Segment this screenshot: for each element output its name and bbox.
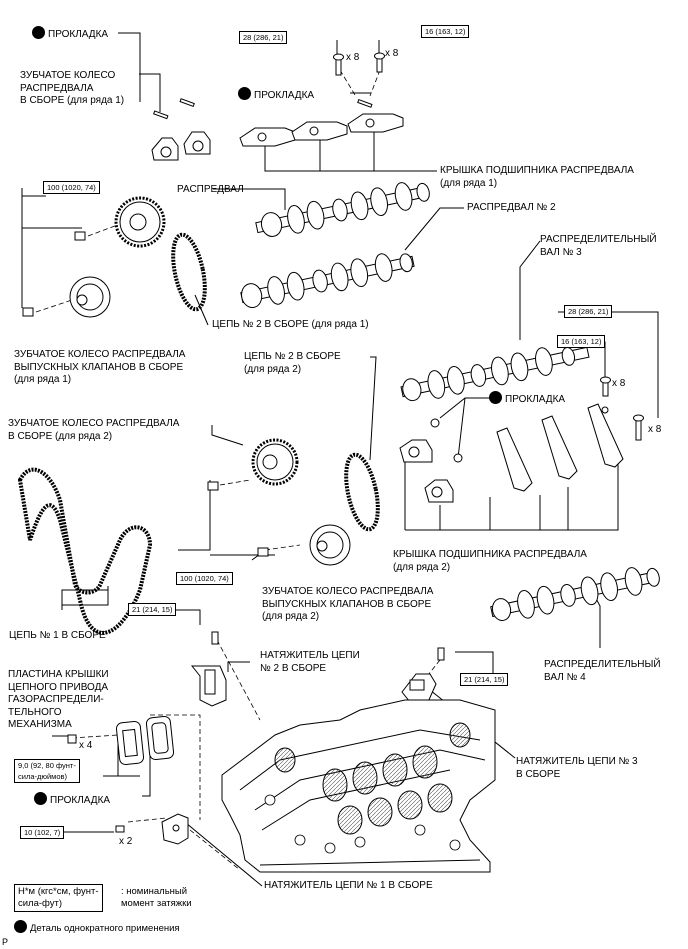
torque-box: 16 (163, 12)	[421, 25, 470, 38]
single-use-icon	[14, 920, 27, 933]
bearing-cap-bank1-label: КРЫШКА ПОДШИПНИКА РАСПРЕДВАЛА (для ряда …	[440, 165, 634, 189]
quantity-label: x 8	[648, 424, 662, 435]
legend-single-use: Деталь однократного применения	[14, 920, 180, 936]
single-use-icon	[489, 391, 502, 404]
camshaft-3-label: РАСПРЕДЕЛИТЕЛЬНЫЙ ВАЛ № 3	[540, 234, 657, 258]
tensioner-3-label: НАТЯЖИТЕЛЬ ЦЕПИ № 3 В СБОРЕ	[516, 756, 638, 780]
legend-unit-description: : номинальный момент затяжки	[121, 886, 192, 909]
single-use-icon	[238, 87, 251, 100]
torque-box: 100 (1020, 74)	[176, 572, 233, 585]
torque-box: 10 (102, 7)	[20, 826, 65, 839]
tensioner-1-label: НАТЯЖИТЕЛЬ ЦЕПИ № 1 В СБОРЕ	[264, 880, 433, 891]
torque-box: 16 (163, 12)	[557, 335, 606, 348]
exhaust-sprocket-bank1-label: ЗУБЧАТОЕ КОЛЕСО РАСПРЕДВАЛА ВЫПУСКНЫХ КЛ…	[14, 349, 186, 385]
gasket-label-top: ПРОКЛАДКА	[32, 26, 108, 42]
quantity-label: x 8	[346, 52, 360, 63]
quantity-label: x 8	[385, 48, 399, 59]
torque-box: 9,0 (92, 80 фунт- сила-дюймов)	[14, 759, 80, 783]
tensioner-2-label: НАТЯЖИТЕЛЬ ЦЕПИ № 2 В СБОРЕ	[260, 650, 360, 674]
camshaft-4-label: РАСПРЕДЕЛИТЕЛЬНЫЙ ВАЛ № 4	[544, 659, 661, 683]
chain1-label: ЦЕПЬ № 1 В СБОРЕ	[9, 630, 106, 641]
single-use-icon	[32, 26, 45, 39]
sprocket-bank1-label: ЗУБЧАТОЕ КОЛЕСО РАСПРЕДВАЛА В СБОРЕ (для…	[20, 70, 125, 106]
legend-unit-box: Н*м (кгс*см, фунт- сила-фут)	[14, 884, 103, 912]
torque-box: 28 (286, 21)	[239, 31, 288, 44]
exhaust-sprocket-bank2-label: ЗУБЧАТОЕ КОЛЕСО РАСПРЕДВАЛА ВЫПУСКНЫХ КЛ…	[262, 586, 434, 622]
gasket-label-mid: ПРОКЛАДКА	[238, 87, 314, 103]
torque-box: 21 (214, 15)	[460, 673, 509, 686]
torque-box: 21 (214, 15)	[128, 603, 177, 616]
cover-plate-label: ПЛАСТИНА КРЫШКИ ЦЕПНОГО ПРИВОДА ГАЗОРАСП…	[8, 669, 109, 730]
chain2-bank1-label: ЦЕПЬ № 2 В СБОРЕ (для ряда 1)	[212, 319, 369, 330]
torque-box: 100 (1020, 74)	[43, 181, 100, 194]
quantity-label: x 2	[119, 836, 133, 847]
gasket-label-lower: ПРОКЛАДКА	[34, 792, 110, 808]
bearing-cap-bank2-label: КРЫШКА ПОДШИПНИКА РАСПРЕДВАЛА (для ряда …	[393, 549, 587, 573]
corner-mark: P	[2, 937, 9, 947]
quantity-label: x 4	[79, 740, 93, 751]
torque-box: 28 (286, 21)	[564, 305, 613, 318]
camshaft-label: РАСПРЕДВАЛ	[177, 184, 244, 195]
sprocket-bank2-label: ЗУБЧАТОЕ КОЛЕСО РАСПРЕДВАЛА В СБОРЕ (для…	[8, 418, 180, 442]
single-use-icon	[34, 792, 47, 805]
quantity-label: x 8	[612, 378, 626, 389]
gasket-label-right: ПРОКЛАДКА	[489, 391, 565, 407]
camshaft-2-label: РАСПРЕДВАЛ № 2	[467, 202, 556, 213]
chain2-bank2-label: ЦЕПЬ № 2 В СБОРЕ (для ряда 2)	[244, 351, 341, 375]
